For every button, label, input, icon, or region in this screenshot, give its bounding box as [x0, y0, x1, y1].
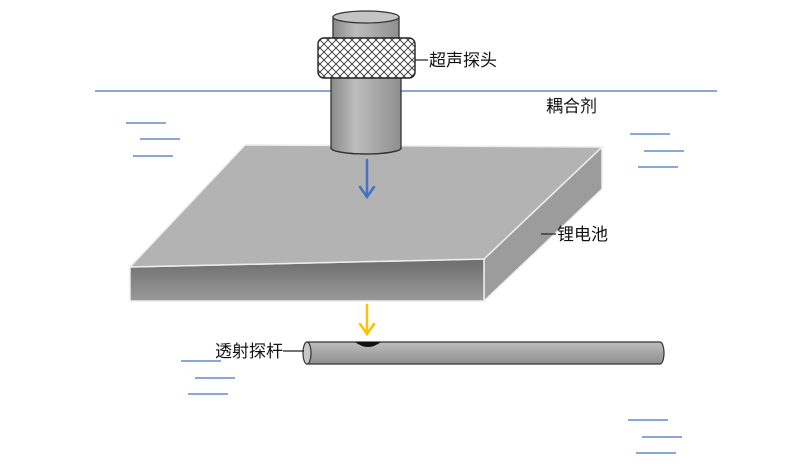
blue-down-arrow [358, 158, 376, 200]
probe-knurled-ring [317, 37, 416, 79]
rod-sensor-spot [355, 342, 381, 347]
probe-lower-body [330, 73, 402, 155]
transmission-rod [302, 341, 665, 365]
battery-label: 锂电池 [557, 225, 608, 245]
probe-top-cap [332, 10, 400, 24]
yellow-down-arrow [358, 303, 376, 337]
lithium-battery [128, 144, 604, 303]
probe-label: 超声探头 [429, 51, 497, 71]
couplant-label: 耦合剂 [546, 97, 597, 117]
rod-body [306, 341, 665, 365]
rod-label: 透射探杆 [215, 342, 283, 362]
couplant-ripples [126, 122, 684, 454]
battery-top-face [128, 144, 604, 268]
probe-bottom-edge [330, 147, 402, 155]
ultrasonic-probe [317, 10, 416, 155]
rod-end-cap [302, 341, 312, 365]
